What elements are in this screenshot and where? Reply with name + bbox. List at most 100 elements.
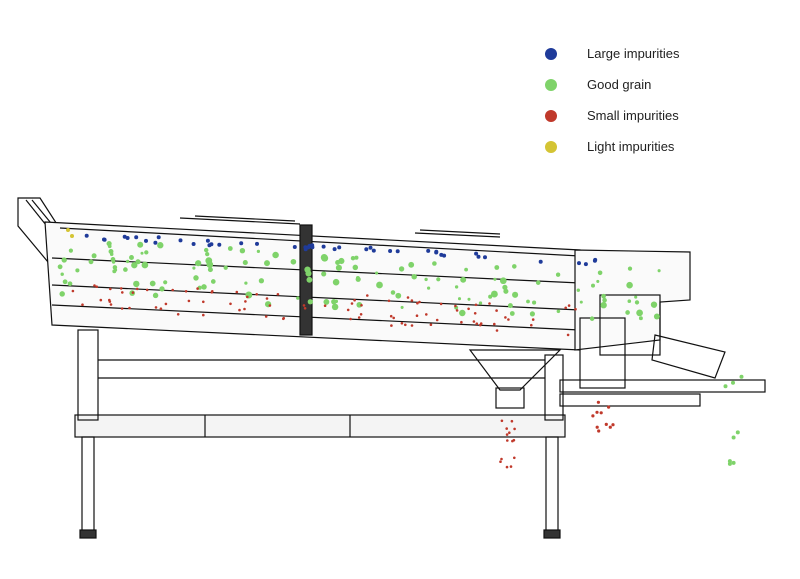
good-grain-particle <box>152 292 159 299</box>
good-grain-particle <box>457 297 462 301</box>
small-impurity-particle <box>119 287 123 290</box>
small-impurity-particle <box>475 322 479 326</box>
good-grain-particle <box>638 316 643 321</box>
small-impurity-particle <box>264 315 268 318</box>
grain-particles <box>57 228 744 469</box>
good-grain-particle <box>354 255 359 260</box>
good-grain-particle <box>334 299 339 304</box>
good-grain-particle <box>432 261 437 266</box>
small-impurity-particle <box>530 323 533 327</box>
small-impurity-particle <box>268 304 272 307</box>
large-impurity-particle <box>153 240 158 245</box>
good-grain-particle <box>137 241 144 248</box>
small-impurity-particle <box>500 419 504 423</box>
good-grain-particle <box>227 246 233 251</box>
large-impurity-particle <box>125 236 130 240</box>
small-impurity-particle <box>567 304 571 307</box>
good-grain-particle <box>657 269 661 273</box>
good-grain-particle <box>535 280 541 285</box>
small-impurity-particle <box>509 465 513 468</box>
large-impurity-particle <box>426 248 431 253</box>
large-impurity-particle <box>388 249 393 253</box>
small-impurity-particle <box>255 293 258 296</box>
large-impurity-particle <box>592 258 597 263</box>
small-impurity-particle <box>595 410 599 414</box>
good-grain-particle <box>60 272 64 276</box>
good-grain-particle <box>727 459 732 464</box>
good-grain-particle <box>636 309 643 317</box>
small-impurity-particle <box>493 322 496 326</box>
small-impurity-particle <box>390 324 393 327</box>
good-grain-particle <box>555 272 561 277</box>
good-grain-particle <box>727 461 732 466</box>
good-grain-particle <box>131 262 138 269</box>
small-impurity-particle <box>389 314 393 318</box>
good-grain-particle <box>264 260 270 267</box>
small-impurity-particle <box>611 423 615 427</box>
large-impurity-particle <box>292 245 297 249</box>
small-impurity-particle <box>499 460 502 464</box>
small-impurity-particle <box>109 303 113 306</box>
good-grain-particle <box>626 281 633 289</box>
small-impurity-particle <box>504 316 507 319</box>
good-grain-particle <box>256 249 261 254</box>
small-impurity-particle <box>244 300 247 303</box>
large-impurity-particle <box>583 262 588 267</box>
good-grain-particle <box>400 305 404 309</box>
good-grain-particle <box>467 297 471 301</box>
small-impurity-particle <box>99 298 103 302</box>
small-impurity-particle <box>202 300 205 304</box>
small-impurity-particle <box>349 317 352 321</box>
good-grain-particle <box>210 279 216 284</box>
small-impurity-particle <box>131 291 135 294</box>
good-grain-particle <box>576 288 580 292</box>
large-impurity-particle <box>217 242 222 247</box>
good-grain-particle <box>111 260 116 264</box>
large-impurity-particle <box>538 259 543 264</box>
large-impurity-particle <box>476 254 481 259</box>
small-impurity-particle <box>425 313 428 316</box>
good-grain-particle <box>653 313 660 320</box>
good-grain-particle <box>307 299 313 305</box>
good-grain-particle <box>205 251 210 257</box>
small-impurity-particle <box>460 320 463 324</box>
large-impurity-particle <box>102 237 107 242</box>
small-impurity-particle <box>418 300 421 304</box>
small-impurity-particle <box>302 304 306 307</box>
good-grain-particle <box>739 374 744 379</box>
good-grain-particle <box>258 278 265 284</box>
good-grain-particle <box>239 247 246 254</box>
base-frame <box>74 414 566 438</box>
good-grain-particle <box>436 277 441 282</box>
small-impurity-particle <box>202 313 205 317</box>
small-impurity-particle <box>128 306 131 310</box>
good-grain-particle <box>332 278 340 286</box>
good-grain-particle <box>163 280 168 285</box>
large-impurity-particle <box>368 245 373 250</box>
good-grain-particle <box>272 251 279 259</box>
small-impurity-particle <box>595 425 599 429</box>
small-impurity-particle <box>495 329 499 332</box>
good-grain-particle <box>321 271 327 277</box>
good-grain-particle <box>335 264 342 271</box>
small-impurity-particle <box>276 293 280 296</box>
good-grain-particle <box>133 280 140 288</box>
good-grain-particle <box>424 277 428 282</box>
small-impurity-particle <box>196 287 199 290</box>
legend-item-large-impurities: Large impurities <box>545 38 680 69</box>
good-grain-particle <box>135 259 141 265</box>
small-impurity-particle <box>531 318 535 321</box>
good-grain-particle <box>591 283 595 288</box>
small-impurity-particle <box>210 291 214 294</box>
small-impurity-particle <box>495 309 498 312</box>
large-impurity-particle <box>134 235 139 240</box>
good-grain-particle <box>459 309 466 317</box>
good-grain-particle <box>526 299 530 304</box>
small-impurity-particle <box>246 295 249 299</box>
good-grain-particle <box>193 275 199 281</box>
small-impurity-particle <box>454 304 457 308</box>
large-impurity-particle <box>371 248 376 253</box>
large-impurity-particle <box>156 235 161 240</box>
large-impurity-particle <box>303 247 308 252</box>
small-impurity-particle <box>121 291 124 294</box>
